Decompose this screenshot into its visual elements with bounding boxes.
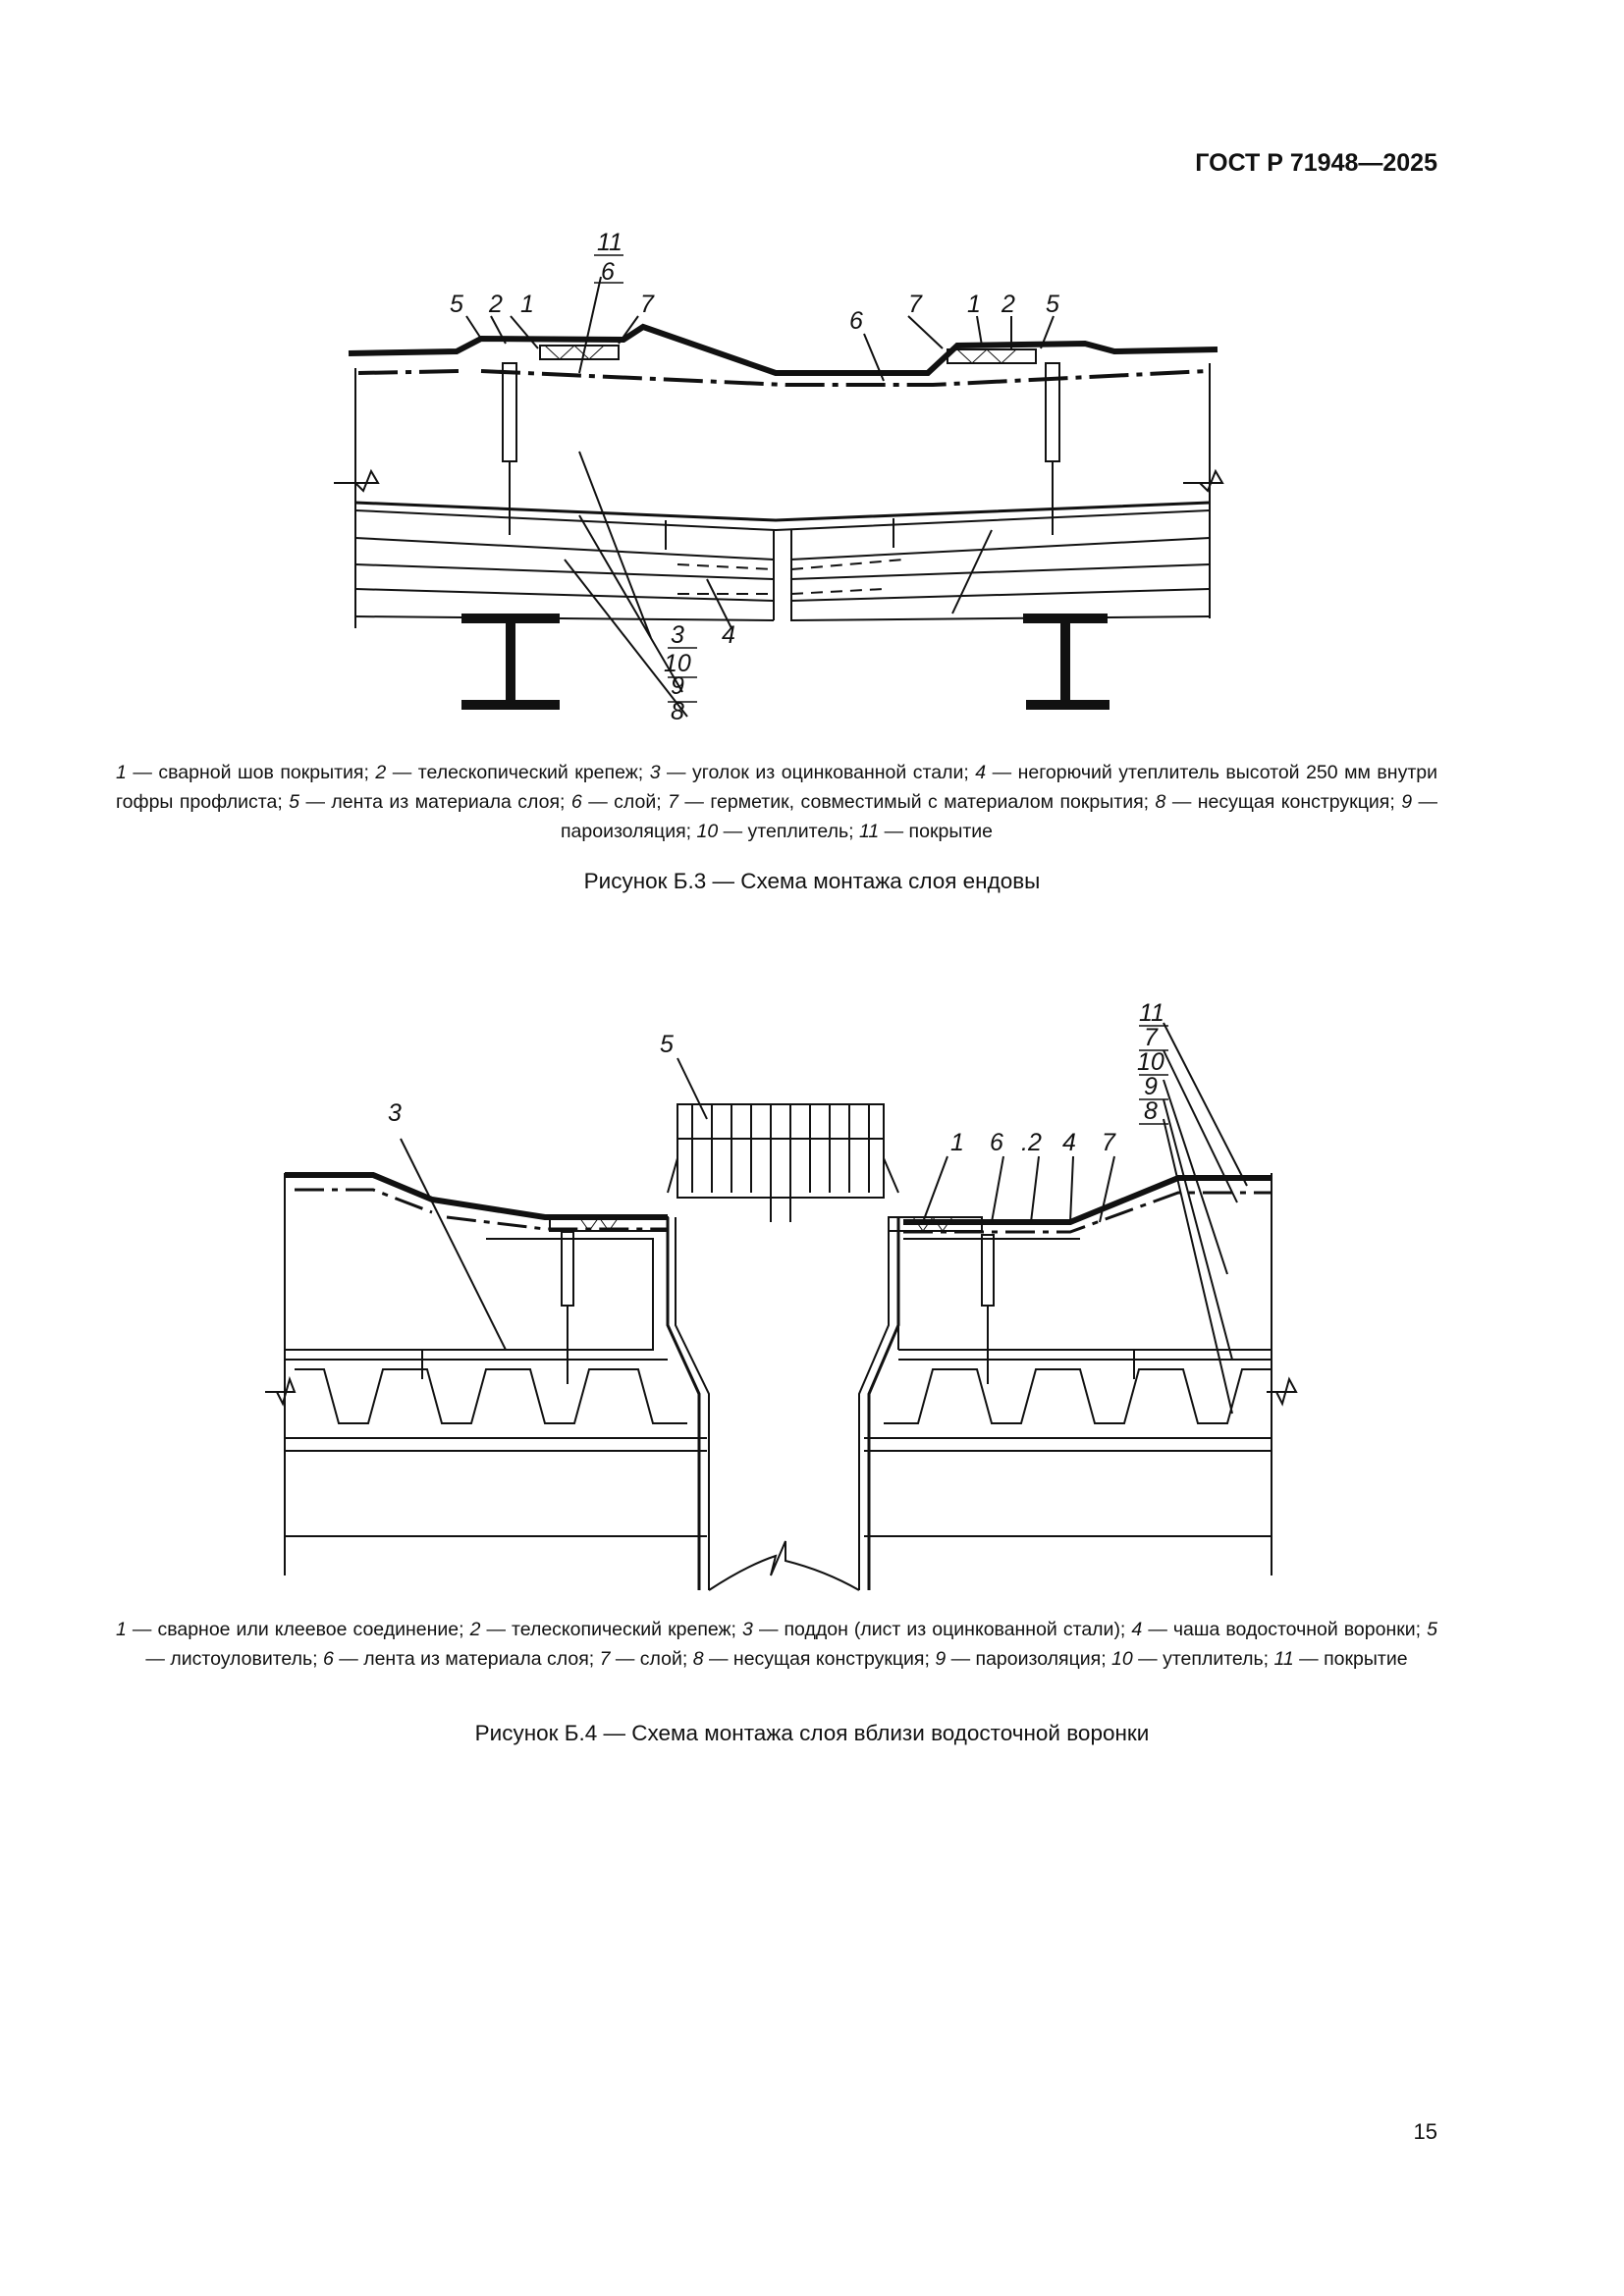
legend-number: 10 bbox=[1111, 1648, 1133, 1670]
callout-b4-2: .2 bbox=[1021, 1129, 1042, 1156]
legend-number: 11 bbox=[1273, 1648, 1294, 1670]
callout-b3-8: 8 bbox=[671, 698, 684, 725]
legend-number: 9 bbox=[1401, 791, 1413, 813]
callout-b3-6-right: 6 bbox=[849, 307, 863, 335]
figure-b3-caption: Рисунок Б.3 — Схема монтажа слоя ендовы bbox=[583, 869, 1041, 893]
document-code: ГОСТ Р 71948—2025 bbox=[1195, 149, 1437, 177]
callout-b3-1-left: 1 bbox=[520, 291, 534, 318]
legend-text: — сварной шов покрытия; bbox=[126, 762, 376, 783]
legend-number: 5 bbox=[1427, 1619, 1437, 1640]
callout-b4-8: 8 bbox=[1144, 1097, 1158, 1125]
callout-b3-2-left: 2 bbox=[488, 291, 503, 318]
legend-text: — уголок из оцинкованной стали; bbox=[660, 762, 976, 783]
figure-b3-legend: 1 — сварной шов покрытия; 2 — телескопич… bbox=[116, 758, 1437, 846]
callout-b3-5-right: 5 bbox=[1046, 291, 1059, 318]
callout-b3-7-right: 7 bbox=[908, 291, 923, 318]
figure-b3-drawing: 11 6 5 2 1 7 6 7 1 2 5 3 4 10 9 8 bbox=[334, 229, 1224, 725]
legend-number: 9 bbox=[935, 1648, 947, 1670]
legend-number: 6 bbox=[570, 791, 582, 813]
callout-b4-7-stack: 7 bbox=[1144, 1024, 1159, 1051]
legend-text: — телескопический крепеж; bbox=[480, 1619, 743, 1640]
legend-number: 2 bbox=[375, 762, 387, 783]
callout-b3-9: 9 bbox=[671, 672, 684, 700]
callout-b3-4: 4 bbox=[722, 621, 735, 649]
legend-number: 8 bbox=[692, 1648, 704, 1670]
legend-number: 5 bbox=[289, 791, 300, 813]
legend-number: 6 bbox=[323, 1648, 334, 1670]
figure-b4-caption: Рисунок Б.4 — Схема монтажа слоя вблизи … bbox=[474, 1721, 1150, 1745]
legend-text: — лента из материала слоя; bbox=[333, 1648, 600, 1670]
legend-number: 7 bbox=[599, 1648, 611, 1670]
legend-text: — покрытие bbox=[1293, 1648, 1408, 1670]
callout-b4-10: 10 bbox=[1137, 1048, 1164, 1076]
callout-b4-4: 4 bbox=[1062, 1129, 1076, 1156]
callout-b3-2-right: 2 bbox=[1001, 291, 1015, 318]
legend-text: — утеплитель; bbox=[1132, 1648, 1274, 1670]
callout-b3-3: 3 bbox=[671, 621, 684, 649]
page-number: 15 bbox=[1413, 2119, 1437, 2144]
legend-number: 7 bbox=[668, 791, 678, 813]
callout-b4-1: 1 bbox=[950, 1129, 964, 1156]
callout-b3-5-left: 5 bbox=[450, 291, 463, 318]
figure-b4-legend: 1 — сварное или клеевое соединение; 2 — … bbox=[116, 1615, 1437, 1674]
callout-b3-1-right: 1 bbox=[967, 291, 981, 318]
legend-text: — лента из материала слоя; bbox=[299, 791, 571, 813]
callout-b3-11: 11 bbox=[597, 229, 623, 256]
callout-b4-6: 6 bbox=[990, 1129, 1003, 1156]
legend-number: 8 bbox=[1155, 791, 1166, 813]
legend-number: 1 bbox=[116, 762, 127, 783]
legend-text: — утеплитель; bbox=[718, 821, 859, 842]
legend-text: — герметик, совместимый с материалом пок… bbox=[677, 791, 1156, 813]
legend-number: 2 bbox=[469, 1619, 481, 1640]
legend-text: — сварное или клеевое соединение; bbox=[126, 1619, 470, 1640]
legend-number: 4 bbox=[975, 762, 987, 783]
legend-number: 1 bbox=[116, 1619, 127, 1640]
callout-b4-3: 3 bbox=[388, 1099, 402, 1127]
legend-number: 3 bbox=[649, 762, 661, 783]
legend-text: — слой; bbox=[581, 791, 669, 813]
legend-text: — поддон (лист из оцинкованной стали); bbox=[752, 1619, 1132, 1640]
callout-b4-5: 5 bbox=[660, 1031, 674, 1058]
legend-text: — листоуловитель; bbox=[145, 1648, 323, 1670]
callout-b4-7: 7 bbox=[1102, 1129, 1116, 1156]
legend-text: — несущая конструкция; bbox=[703, 1648, 936, 1670]
legend-text: — покрытие bbox=[879, 821, 994, 842]
legend-text: — слой; bbox=[610, 1648, 693, 1670]
legend-number: 4 bbox=[1131, 1619, 1143, 1640]
legend-text: — пароизоляция; bbox=[946, 1648, 1112, 1670]
legend-text: — несущая конструкция; bbox=[1165, 791, 1402, 813]
callout-b3-10: 10 bbox=[664, 650, 691, 677]
callout-b4-9: 9 bbox=[1144, 1073, 1158, 1100]
legend-text: — негорючий утеплитель высотой 250 мм вн… bbox=[116, 762, 1437, 813]
legend-text: — телескопический крепеж; bbox=[386, 762, 650, 783]
callout-b3-7-left: 7 bbox=[640, 291, 655, 318]
figure-b4-drawing: 3 5 1 6 .2 4 7 11 7 10 9 8 bbox=[265, 999, 1298, 1591]
legend-number: 11 bbox=[858, 821, 880, 842]
callout-b3-6: 6 bbox=[601, 258, 615, 286]
legend-text: — пароизоляция; bbox=[560, 791, 1437, 842]
legend-number: 10 bbox=[696, 821, 719, 842]
callout-b4-11: 11 bbox=[1139, 999, 1164, 1027]
legend-number: 3 bbox=[742, 1619, 753, 1640]
legend-text: — чаша водосточной воронки; bbox=[1142, 1619, 1428, 1640]
